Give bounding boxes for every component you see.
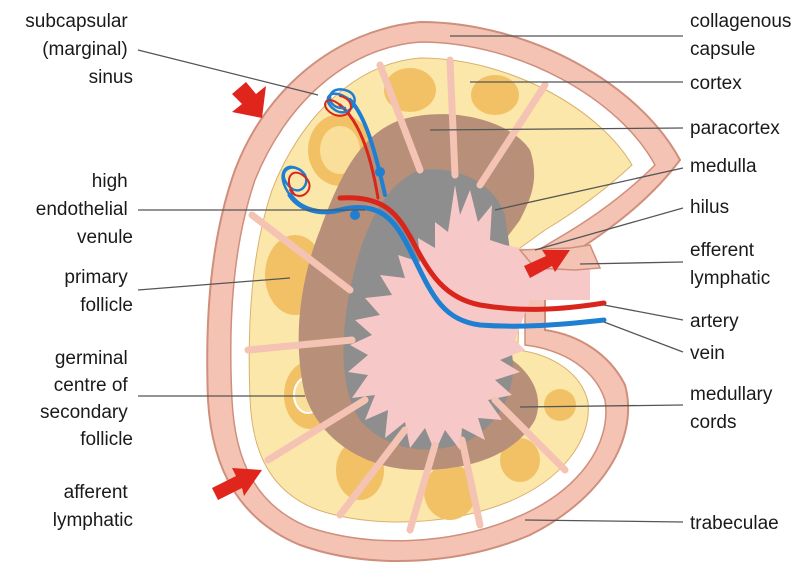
label-cortex: cortex — [690, 73, 742, 94]
label-collagenous-capsule: collagenous capsule — [690, 11, 797, 60]
label-medullary-cords: medullary cords — [690, 384, 778, 433]
label-medulla: medulla — [690, 156, 757, 177]
label-trabeculae: trabeculae — [690, 513, 779, 534]
label-artery: artery — [690, 311, 739, 332]
label-efferent-lymphatic: efferent lymphatic — [690, 240, 770, 289]
label-paracortex: paracortex — [690, 118, 780, 139]
label-subcapsular-sinus: subcapsular (marginal) sinus — [25, 11, 133, 88]
label-primary-follicle: primary follicle — [64, 267, 133, 316]
label-afferent-lymphatic: afferent lymphatic — [53, 482, 133, 531]
afferent-arrow-top — [232, 82, 266, 118]
label-high-endothelial-venule: high endothelial venule — [36, 171, 133, 248]
label-hilus: hilus — [690, 197, 729, 218]
label-vein: vein — [690, 343, 725, 364]
label-germinal-centre: germinal centre of secondary follicle — [40, 348, 133, 450]
